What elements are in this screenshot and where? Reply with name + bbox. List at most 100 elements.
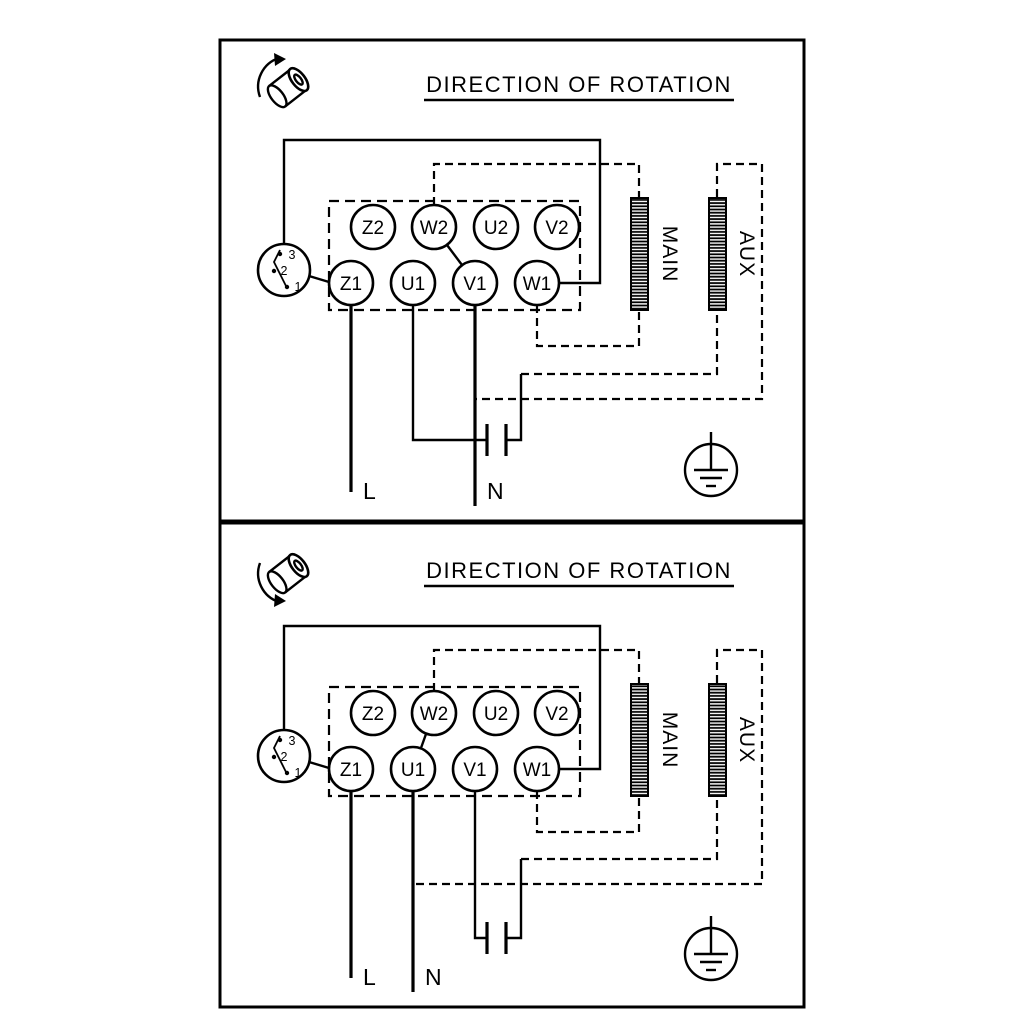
panel-2-title: DIRECTION OF ROTATION <box>426 558 732 583</box>
capacitor <box>485 424 508 456</box>
ground-icon <box>683 432 739 498</box>
selector-pos-1: 1 <box>295 280 302 294</box>
panel-2-border <box>218 521 806 1009</box>
terminal-v2-label: V2 <box>545 218 568 239</box>
main-winding-bar <box>630 197 649 311</box>
selector-dot-1 <box>284 284 290 290</box>
wire-selector-to-w1 <box>282 138 602 285</box>
link-w2-u1 <box>419 733 428 749</box>
terminal-row-bottom: Z1 U1 V1 W1 <box>327 745 561 793</box>
wire-selector-to-z1 <box>308 760 330 770</box>
dashed-w1-to-main-bottom <box>535 305 641 348</box>
aux-winding-bar <box>708 197 727 311</box>
selector-pos-1: 1 <box>295 766 302 780</box>
wire-selector-to-w1 <box>282 624 602 771</box>
cylinder-face <box>287 552 310 579</box>
selector-dial <box>256 242 312 298</box>
capacitor <box>485 922 508 954</box>
dashed-w1-to-main-bottom <box>535 791 641 834</box>
dashed-capacitor-to-aux-bottom <box>521 311 719 376</box>
selector-dot-1 <box>284 770 290 776</box>
terminal-w1 <box>513 259 561 307</box>
wire-capacitor-riser <box>506 374 523 442</box>
wire-u1-to-capacitor <box>411 305 487 442</box>
panel-1: DIRECTION OF ROTATION <box>218 38 806 523</box>
main-winding-label: MAIN <box>658 712 681 769</box>
rotation-arrow-head <box>274 53 286 66</box>
terminal-u1-label: U1 <box>401 274 425 295</box>
terminal-z1-label: Z1 <box>340 274 362 295</box>
terminal-z2-label: Z2 <box>362 218 384 239</box>
selector-dot-3 <box>277 251 283 257</box>
terminal-u2 <box>472 203 520 251</box>
dashed-capacitor-to-aux-bottom <box>521 797 719 861</box>
link-w2-v1 <box>446 244 463 266</box>
panel-1-border <box>218 38 806 523</box>
panel-2: DIRECTION OF ROTATION <box>218 521 806 1009</box>
main-winding-label: MAIN <box>658 226 681 283</box>
terminal-z2-label: Z2 <box>362 704 384 725</box>
wire-selector-to-z1 <box>308 274 330 284</box>
terminal-w2 <box>410 689 458 737</box>
terminal-u2 <box>472 689 520 737</box>
rotation-direction-icon <box>256 53 310 109</box>
dashed-w2-to-main-top <box>432 162 641 205</box>
wire-v1-to-capacitor <box>473 791 487 940</box>
terminal-block-outline <box>327 199 582 312</box>
shaft-cylinder <box>266 552 310 595</box>
neutral-label: N <box>487 478 504 504</box>
terminal-row-top: Z2 W2 U2 V2 <box>349 689 581 737</box>
panel-1-title: DIRECTION OF ROTATION <box>426 72 732 97</box>
terminal-v2 <box>533 689 581 737</box>
rotation-arrow-head <box>274 594 286 607</box>
terminal-v1-label: V1 <box>463 274 486 295</box>
terminal-u2-label: U2 <box>484 218 508 239</box>
wire-capacitor-riser <box>506 859 523 940</box>
cylinder-edge-top <box>268 554 292 573</box>
main-winding-bar <box>630 683 649 797</box>
cylinder-edge-bottom <box>284 574 308 594</box>
selector-needle <box>272 249 288 289</box>
selector-pos-3: 3 <box>289 248 296 262</box>
rotation-direction-icon <box>256 552 310 607</box>
position-selector: 3 2 1 <box>256 728 312 784</box>
terminal-w1 <box>513 745 561 793</box>
line-label: L <box>363 478 376 504</box>
selector-pos-2: 2 <box>281 750 288 764</box>
terminal-u1-label: U1 <box>401 760 425 781</box>
terminal-v2 <box>533 203 581 251</box>
terminal-block-outline <box>327 685 582 798</box>
terminal-v1 <box>451 259 499 307</box>
terminal-z2 <box>349 689 397 737</box>
cylinder-edge-bottom <box>284 88 308 108</box>
dashed-w2-to-main-top <box>432 648 641 691</box>
terminal-w2 <box>410 203 458 251</box>
line-label: L <box>363 964 376 990</box>
terminal-w1-label: W1 <box>523 760 552 781</box>
aux-winding-label: AUX <box>735 717 758 763</box>
aux-winding-bar <box>708 683 727 797</box>
terminal-w1-label: W1 <box>523 274 552 295</box>
neutral-label: N <box>425 964 442 990</box>
cylinder-edge-top <box>268 68 292 87</box>
selector-dot-2 <box>271 268 277 274</box>
terminal-row-top: Z2 W2 U2 V2 <box>349 203 581 251</box>
selector-needle <box>272 735 288 775</box>
rotation-arrow-arc <box>256 562 280 604</box>
selector-pos-3: 3 <box>289 734 296 748</box>
rotation-arrow-arc <box>256 56 280 98</box>
terminal-row-bottom: Z1 U1 V1 W1 <box>327 259 561 307</box>
selector-dial <box>256 728 312 784</box>
ground-icon <box>683 916 739 982</box>
cylinder-face <box>287 66 310 93</box>
terminal-z1-label: Z1 <box>340 760 362 781</box>
dashed-aux-top-loop <box>475 162 764 401</box>
shaft-cylinder <box>266 66 310 109</box>
terminal-w2-label: W2 <box>420 704 449 725</box>
terminal-z1 <box>327 259 375 307</box>
terminal-u1 <box>389 259 437 307</box>
terminal-v1-label: V1 <box>463 760 486 781</box>
position-selector: 3 2 1 <box>256 242 312 298</box>
